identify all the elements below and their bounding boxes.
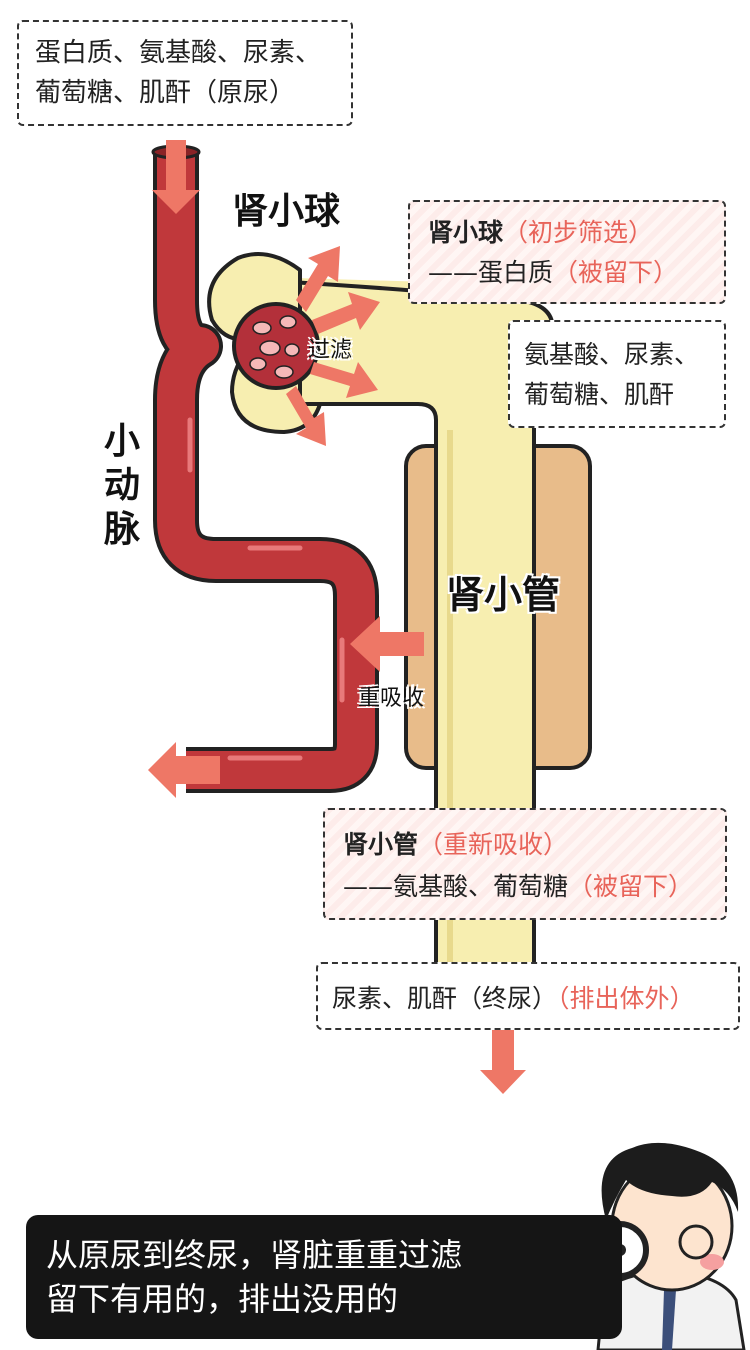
primary-urine-line1: 蛋白质、氨基酸、尿素、: [35, 38, 322, 68]
final-urine-out: （排出体外）: [557, 984, 695, 1013]
reabsorption-arrow: [350, 616, 424, 672]
glomerulus-cell-5: [249, 357, 267, 371]
glomerulus-note-title: 肾小球: [428, 218, 504, 247]
glomerulus-cell-6: [274, 365, 294, 379]
filtrate-line2: 葡萄糖、肌酐: [524, 380, 675, 409]
filtration-arrow-2: [312, 292, 380, 334]
doctor-hair: [601, 1142, 739, 1220]
glomerulus-cell-3: [259, 340, 281, 356]
tubule-note-line1: 肾小管（重新吸收）: [343, 832, 568, 857]
tubule-note-line2: ——氨基酸、葡萄糖（被留下）: [343, 874, 693, 899]
glomerulus-label: 肾小球: [232, 191, 341, 232]
glomerulus-cell-2: [279, 315, 297, 329]
arteriole-label-2: 动: [104, 465, 141, 506]
final-urine-text: 尿素、肌酐（终尿）: [332, 984, 558, 1013]
glomerulus-note-stage: （初步筛选）: [503, 218, 654, 247]
outflow-arrow: [148, 742, 220, 798]
doctor-glasses-right: [678, 1224, 714, 1260]
arteriole-label-1: 小: [104, 421, 141, 462]
filtration-label: 过滤: [308, 338, 353, 363]
reabsorption-label: 重吸收: [358, 686, 425, 711]
glomerulus-note-kept: （被留下）: [553, 258, 679, 287]
tubule-note-stage: （重新吸收）: [418, 830, 569, 859]
arteriole-label-3: 脉: [104, 509, 141, 550]
tubule-label: 肾小管: [446, 573, 561, 617]
glomerulus-note-line2: ——蛋白质（被留下）: [428, 260, 678, 285]
caption-line1: 从原尿到终尿，肾脏重重过滤: [46, 1236, 463, 1274]
doctor-tie: [662, 1290, 676, 1350]
tubule-note-dash: ——氨基酸、葡萄糖: [343, 872, 569, 901]
final-urine-line: 尿素、肌酐（终尿）（排出体外）: [332, 986, 695, 1011]
filtration-arrow-4: [286, 386, 326, 446]
caption-line2: 留下有用的，排出没用的: [46, 1280, 399, 1318]
doctor-cheek-right: [700, 1254, 724, 1270]
tubule-note-kept: （被留下）: [568, 872, 694, 901]
primary-urine-line2: 葡萄糖、肌酐（原尿）: [35, 78, 296, 108]
filtration-arrows: [286, 246, 380, 446]
glomerulus-note-box: 肾小球（初步筛选） ——蛋白质（被留下）: [408, 200, 726, 304]
doctor-character: [574, 1142, 746, 1350]
glomerulus-note-dash: ——蛋白质: [428, 258, 554, 287]
filtration-arrow-1: [296, 246, 340, 312]
urine-out-arrow: [480, 1030, 526, 1094]
primary-urine-box: 蛋白质、氨基酸、尿素、 葡萄糖、肌酐（原尿）: [17, 20, 353, 126]
glomerulus-cell-4: [284, 343, 300, 357]
filtrate-line1: 氨基酸、尿素、: [524, 340, 700, 369]
glomerulus-note-line1: 肾小球（初步筛选）: [428, 220, 653, 245]
tubule-note-box: 肾小管（重新吸收） ——氨基酸、葡萄糖（被留下）: [323, 808, 727, 920]
glomerulus-cell-1: [252, 321, 272, 335]
final-urine-box: 尿素、肌酐（终尿）（排出体外）: [316, 962, 740, 1030]
filtrate-box: 氨基酸、尿素、 葡萄糖、肌酐: [508, 320, 726, 428]
filtration-arrow-3: [310, 362, 378, 398]
arteriole-vessel: [153, 150, 379, 793]
arteriole-vessel-fill: [157, 150, 375, 789]
caption-box: 从原尿到终尿，肾脏重重过滤 留下有用的，排出没用的: [26, 1215, 622, 1339]
tubule-note-title: 肾小管: [343, 830, 419, 859]
inflow-arrow: [152, 140, 200, 214]
